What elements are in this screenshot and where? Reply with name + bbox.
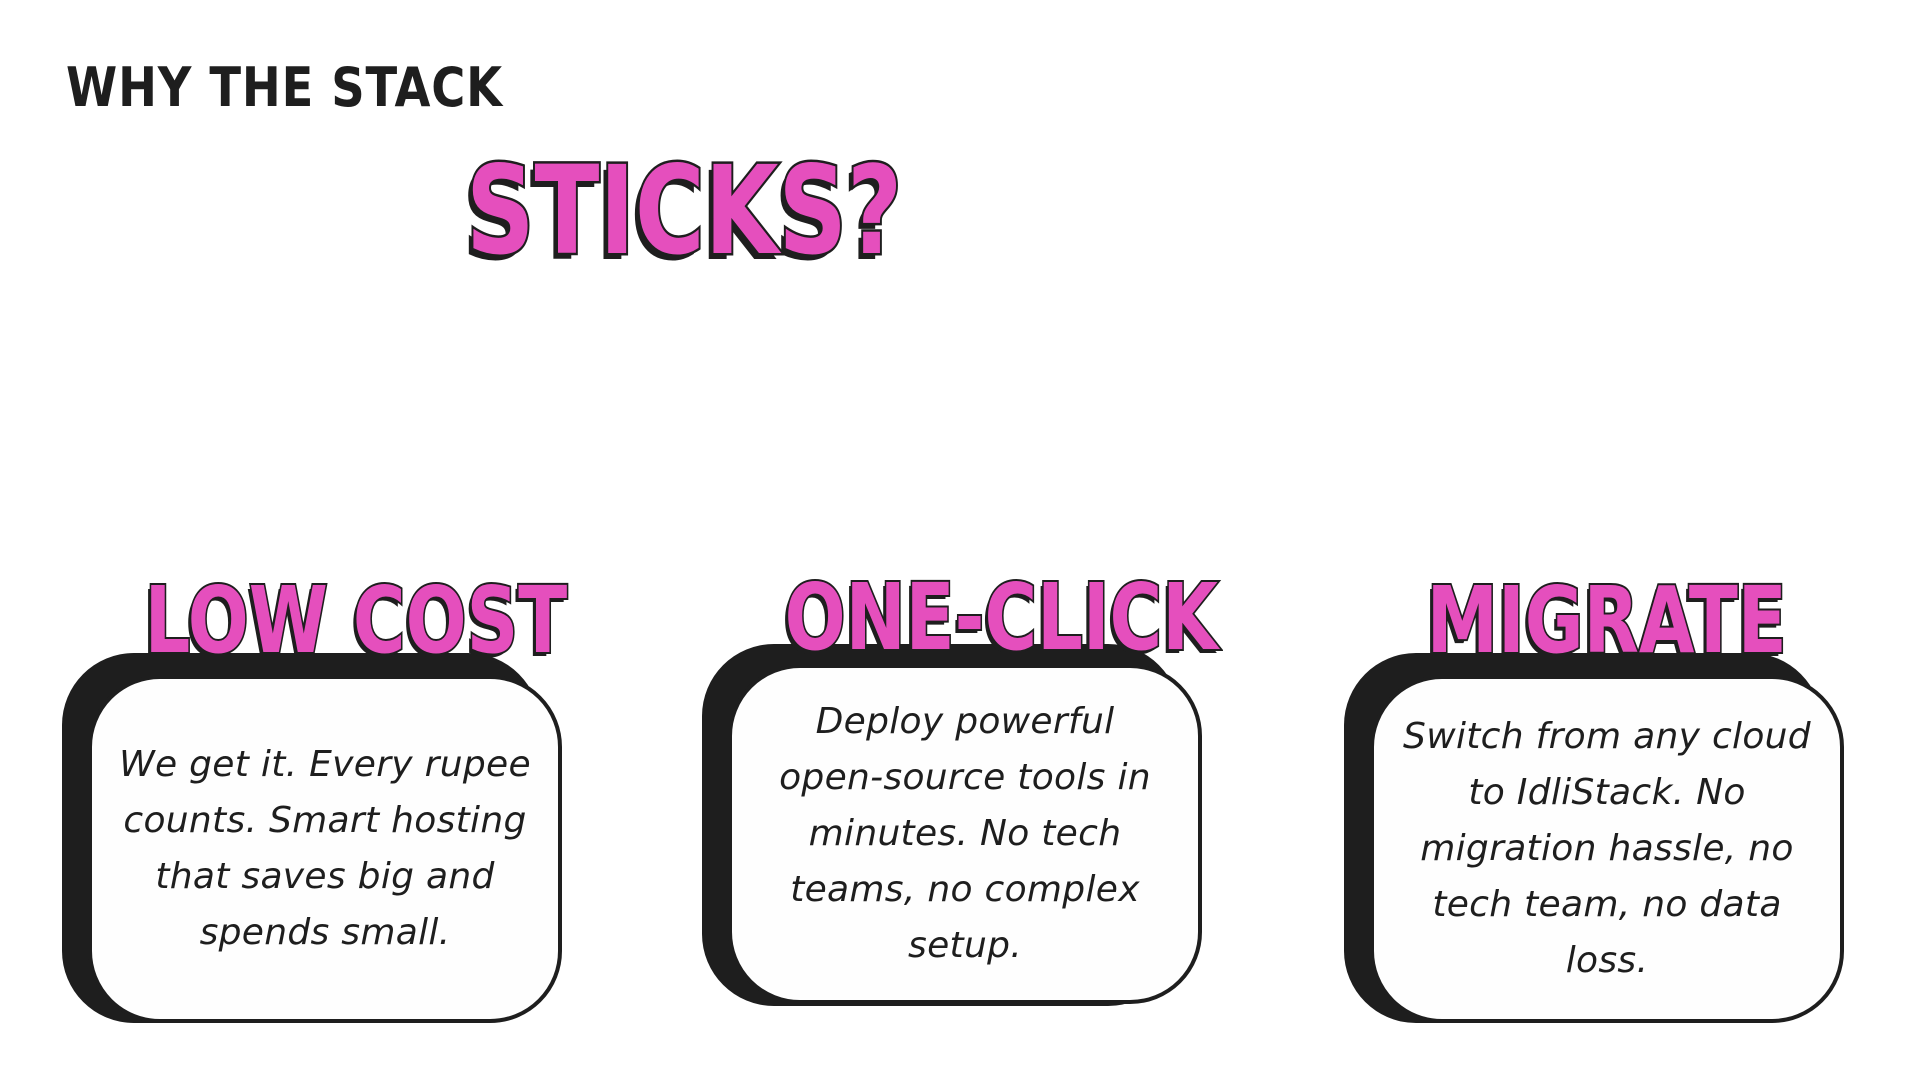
card-title: ONE-CLICK <box>783 564 1219 671</box>
feature-card-migrate: Switch from any cloud to IdliStack. No m… <box>1344 567 1854 1035</box>
card-description: Deploy powerful open-source tools in min… <box>779 701 1151 966</box>
card-title: LOW COST <box>143 567 569 674</box>
card-body: Deploy powerful open-source tools in min… <box>728 664 1202 1004</box>
card-body: Switch from any cloud to IdliStack. No m… <box>1370 675 1844 1023</box>
section-headline: STICKS? <box>464 140 904 282</box>
section-kicker: WHY THE STACK <box>66 56 504 119</box>
card-description: Switch from any cloud to IdliStack. No m… <box>1403 716 1811 981</box>
card-title: MIGRATE <box>1425 567 1788 674</box>
card-description: We get it. Every rupee counts. Smart hos… <box>119 744 531 953</box>
feature-card-one-click: Deploy powerful open-source tools in min… <box>702 564 1219 1032</box>
feature-card-low-cost: We get it. Every rupee counts. Smart hos… <box>62 567 572 1035</box>
card-body: We get it. Every rupee counts. Smart hos… <box>88 675 562 1023</box>
